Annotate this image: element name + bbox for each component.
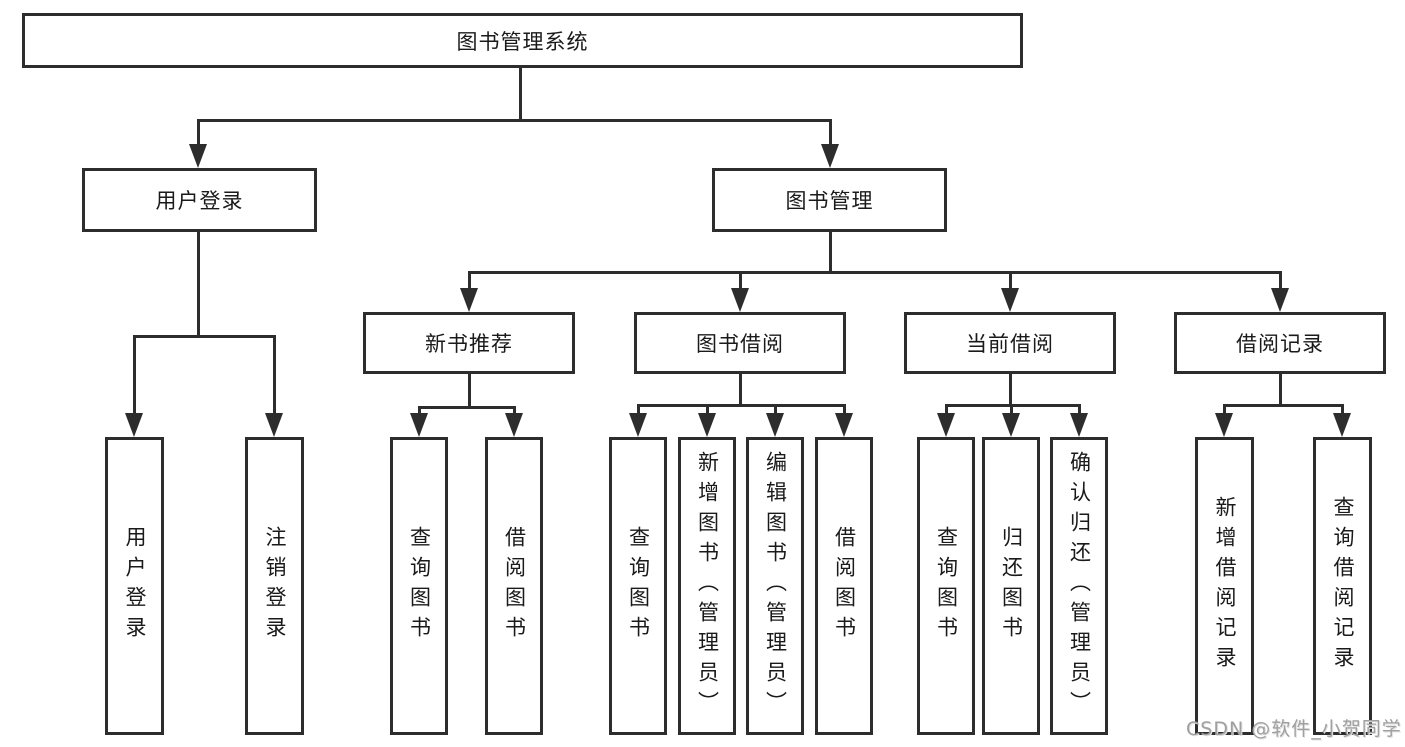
arrow-down-icon — [835, 413, 853, 437]
arrow-down-icon — [731, 288, 749, 312]
connector — [418, 406, 516, 409]
node-new-book: 新书推荐 — [363, 312, 575, 374]
arrow-down-icon — [1215, 413, 1233, 437]
connector — [418, 406, 421, 416]
node-label: 借阅记录 — [1236, 332, 1324, 356]
leaf-bookborrow-add: 新增图书（管理员） — [678, 437, 736, 735]
node-current-borrow: 当前借阅 — [904, 312, 1116, 374]
connector — [197, 232, 200, 337]
arrow-down-icon — [698, 413, 716, 437]
node-root: 图书管理系统 — [22, 13, 1023, 68]
connector — [197, 119, 200, 149]
node-root-label: 图书管理系统 — [456, 29, 589, 54]
leaf-label: 新增图书（管理员） — [695, 451, 720, 721]
leaf-logout: 注销登录 — [245, 437, 304, 735]
connector — [513, 406, 516, 416]
arrow-down-icon — [629, 413, 647, 437]
node-label: 新书推荐 — [425, 332, 513, 356]
leaf-current-confirm: 确认归还（管理员） — [1050, 437, 1108, 735]
connector — [1009, 374, 1012, 406]
connector — [843, 404, 846, 416]
leaf-label: 查询图书 — [934, 526, 959, 646]
leaf-bookborrow-borrow: 借阅图书 — [815, 437, 873, 735]
connector — [197, 119, 832, 122]
node-label: 图书借阅 — [696, 332, 784, 356]
connector — [739, 271, 742, 291]
arrow-down-icon — [265, 413, 283, 437]
node-borrow-record: 借阅记录 — [1174, 312, 1386, 374]
connector — [1279, 271, 1282, 291]
leaf-label: 查询借阅记录 — [1331, 496, 1355, 676]
connector — [1009, 271, 1012, 291]
leaf-label: 新增借阅记录 — [1213, 496, 1237, 676]
leaf-record-add: 新增借阅记录 — [1195, 437, 1254, 735]
node-label: 图书管理 — [785, 189, 874, 213]
leaf-current-return: 归还图书 — [982, 437, 1040, 735]
node-label: 当前借阅 — [966, 332, 1054, 356]
leaf-user-login: 用户登录 — [105, 437, 164, 735]
leaf-label: 编辑图书（管理员） — [763, 451, 788, 721]
node-label: 用户登录 — [155, 189, 244, 213]
connector — [1279, 374, 1282, 406]
connector — [829, 119, 832, 149]
connector — [133, 335, 276, 338]
arrow-down-icon — [1001, 288, 1019, 312]
arrow-down-icon — [1070, 413, 1088, 437]
leaf-label: 查询图书 — [626, 526, 651, 646]
connector — [945, 404, 948, 416]
leaf-label: 借阅图书 — [832, 526, 857, 646]
leaf-label: 借阅图书 — [502, 526, 527, 646]
leaf-current-query: 查询图书 — [917, 437, 975, 735]
connector — [637, 404, 640, 416]
arrow-down-icon — [460, 288, 478, 312]
connector — [1223, 404, 1344, 407]
connector — [829, 232, 832, 274]
node-book-mgmt-branch: 图书管理 — [712, 168, 947, 232]
leaf-label: 归还图书 — [999, 526, 1024, 646]
leaf-label: 注销登录 — [263, 526, 287, 646]
leaf-newbook-borrow: 借阅图书 — [485, 437, 543, 735]
leaf-label: 查询图书 — [407, 526, 432, 646]
leaf-record-query: 查询借阅记录 — [1313, 437, 1372, 735]
arrow-down-icon — [821, 144, 839, 168]
connector — [774, 404, 777, 416]
connector — [133, 335, 136, 417]
arrow-down-icon — [1271, 288, 1289, 312]
arrow-down-icon — [410, 413, 428, 437]
csdn-watermark: CSDN @软件_小贺同学 — [1186, 718, 1402, 740]
arrow-down-icon — [125, 413, 143, 437]
arrow-down-icon — [1002, 413, 1020, 437]
leaf-label: 确认归还（管理员） — [1067, 451, 1092, 721]
node-book-borrow: 图书借阅 — [634, 312, 846, 374]
leaf-newbook-query: 查询图书 — [390, 437, 448, 735]
arrow-down-icon — [505, 413, 523, 437]
connector — [637, 404, 846, 407]
arrow-down-icon — [937, 413, 955, 437]
leaf-bookborrow-edit: 编辑图书（管理员） — [746, 437, 804, 735]
connector — [519, 68, 522, 121]
arrow-down-icon — [766, 413, 784, 437]
connector — [706, 404, 709, 416]
connector — [739, 374, 742, 406]
arrow-down-icon — [189, 144, 207, 168]
connector — [1341, 404, 1344, 416]
arrow-down-icon — [1333, 413, 1351, 437]
connector — [1223, 404, 1226, 416]
connector — [273, 335, 276, 417]
connector — [468, 271, 1282, 274]
connector — [468, 374, 471, 408]
connector — [1010, 404, 1013, 416]
node-user-login-branch: 用户登录 — [82, 168, 317, 232]
leaf-bookborrow-query: 查询图书 — [609, 437, 667, 735]
connector — [1078, 404, 1081, 416]
leaf-label: 用户登录 — [123, 526, 147, 646]
connector — [468, 271, 471, 291]
